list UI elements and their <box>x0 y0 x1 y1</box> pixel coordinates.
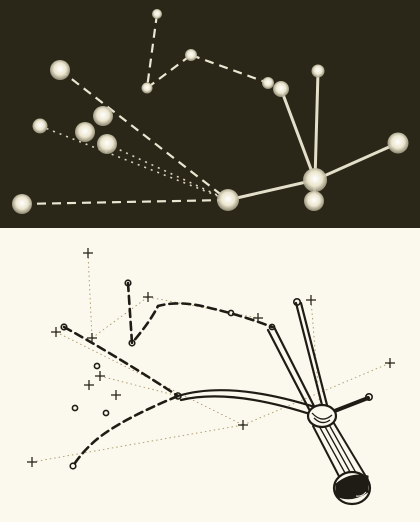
cylinder-edge <box>312 425 344 485</box>
solid-rod <box>226 178 317 202</box>
dotted-line <box>106 143 229 201</box>
solid-rod <box>266 328 313 415</box>
light-point <box>50 60 70 80</box>
joint-ring <box>102 409 110 417</box>
light-point <box>32 118 48 134</box>
joint-ring <box>227 309 235 317</box>
light-point <box>152 9 162 19</box>
dashed-curves <box>62 281 274 468</box>
dashed-curve <box>126 281 274 347</box>
joint-ring <box>71 404 79 412</box>
open-joints <box>60 279 373 470</box>
light-point <box>97 134 117 154</box>
dotted-guide-lines <box>31 252 391 463</box>
dotted-guide-line <box>87 252 93 339</box>
joint-ring <box>364 392 373 401</box>
sketch-rods <box>176 301 370 485</box>
cylinder-edge <box>331 419 369 481</box>
joint-ring <box>124 279 132 287</box>
solid-rods <box>226 70 400 203</box>
joint-ring <box>60 323 68 331</box>
solid-rod <box>330 396 370 414</box>
joint-ring <box>93 362 101 370</box>
light-point <box>303 168 327 192</box>
cross-marker-icon <box>84 380 94 390</box>
cross-marker-icon <box>238 420 248 430</box>
cross-marker-icon <box>306 295 316 305</box>
light-point <box>304 191 324 211</box>
solid-rod <box>279 87 317 182</box>
cross-marker-icon <box>143 292 153 302</box>
hub-joint <box>306 403 338 429</box>
dashed-line <box>59 69 229 201</box>
cap-highlight <box>355 491 367 497</box>
hub-detail <box>311 412 333 420</box>
solid-rod <box>299 301 329 407</box>
hub-body <box>306 403 338 429</box>
joint-ring <box>69 462 77 470</box>
light-point <box>12 194 32 214</box>
dashed-line <box>146 54 192 89</box>
light-point <box>273 81 289 97</box>
light-point <box>141 82 153 94</box>
solid-rod <box>179 395 318 418</box>
cross-marker-icon <box>385 358 395 368</box>
light-point <box>387 132 409 154</box>
dashed-line <box>145 13 159 89</box>
dashed-curve <box>62 325 180 398</box>
cross-marker-icon <box>87 333 97 343</box>
light-point <box>262 77 274 89</box>
cylinder-line <box>326 420 361 481</box>
dashed-line <box>21 198 229 206</box>
dotted-guide-line <box>147 296 259 319</box>
joint-ring <box>128 339 136 347</box>
star-point-display-panel <box>0 0 420 228</box>
joint-ring <box>174 392 182 400</box>
cross-marker-icon <box>111 390 121 400</box>
light-point <box>217 189 239 211</box>
light-point <box>311 64 325 78</box>
cross-marker-icon <box>27 457 37 467</box>
joint-ring <box>268 323 276 331</box>
dotted-guide-line <box>55 331 244 426</box>
cross-marker-icon <box>253 313 263 323</box>
top-panel-background <box>0 0 420 228</box>
line-drawing-panel <box>0 228 420 522</box>
dashed-connection-lines <box>21 13 269 206</box>
cross-marker-icon <box>51 327 61 337</box>
dotted-connection-lines <box>39 125 229 201</box>
cross-marker-icon <box>83 248 93 258</box>
dotted-guide-line <box>310 299 321 411</box>
dashed-line <box>190 53 269 85</box>
cross-markers <box>27 248 395 467</box>
light-point <box>185 49 197 61</box>
light-point <box>75 122 95 142</box>
solid-rod <box>313 141 400 182</box>
cross-marker-icon <box>95 371 105 381</box>
hub-detail <box>313 417 331 424</box>
dotted-line <box>39 125 229 201</box>
dashed-curve <box>71 394 180 468</box>
cylinder-cap <box>332 470 372 506</box>
joint-ring <box>292 297 301 306</box>
cap-shade <box>335 474 369 500</box>
solid-rod <box>313 70 320 182</box>
solid-rod <box>272 325 318 412</box>
light-points <box>12 9 409 214</box>
solid-rod <box>176 389 320 410</box>
solid-rod <box>294 301 324 407</box>
light-point <box>93 106 113 126</box>
